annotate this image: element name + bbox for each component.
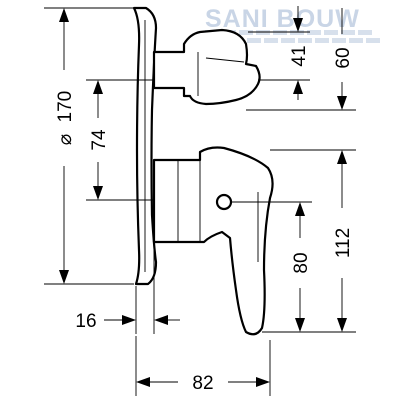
dim-82: 82 xyxy=(135,336,271,396)
dim-74: 74 xyxy=(86,79,154,201)
dim-16: 16 xyxy=(75,244,180,334)
watermark: SANI BOUW xyxy=(205,5,380,43)
dim-60-label: 60 xyxy=(333,47,354,68)
dim-80: 80 xyxy=(232,201,356,333)
diverter-knob xyxy=(152,28,261,106)
lever-screw xyxy=(215,193,233,211)
watermark-text: SANI BOUW xyxy=(205,5,360,33)
dim-diameter: ⌀ 170 xyxy=(44,7,134,285)
watermark-grid xyxy=(205,30,380,43)
dim-74-label: 74 xyxy=(89,129,110,151)
dim-60: 60 xyxy=(246,8,356,111)
knob-detail-line xyxy=(205,57,245,63)
dim-82-label: 82 xyxy=(192,373,213,394)
dim-112-label: 112 xyxy=(333,228,354,258)
diameter-value: 170 xyxy=(55,91,76,123)
dim-41-label: 41 xyxy=(289,45,310,66)
dim-16-label: 16 xyxy=(75,311,96,332)
dim-80-label: 80 xyxy=(291,252,312,273)
dim-diameter-label: ⌀ 170 xyxy=(55,91,76,145)
dim-112: 112 xyxy=(270,149,356,332)
diameter-symbol: ⌀ xyxy=(55,134,76,145)
mixing-lever xyxy=(152,146,274,336)
valve-outline xyxy=(132,6,274,336)
dim-41: 41 xyxy=(248,6,310,100)
